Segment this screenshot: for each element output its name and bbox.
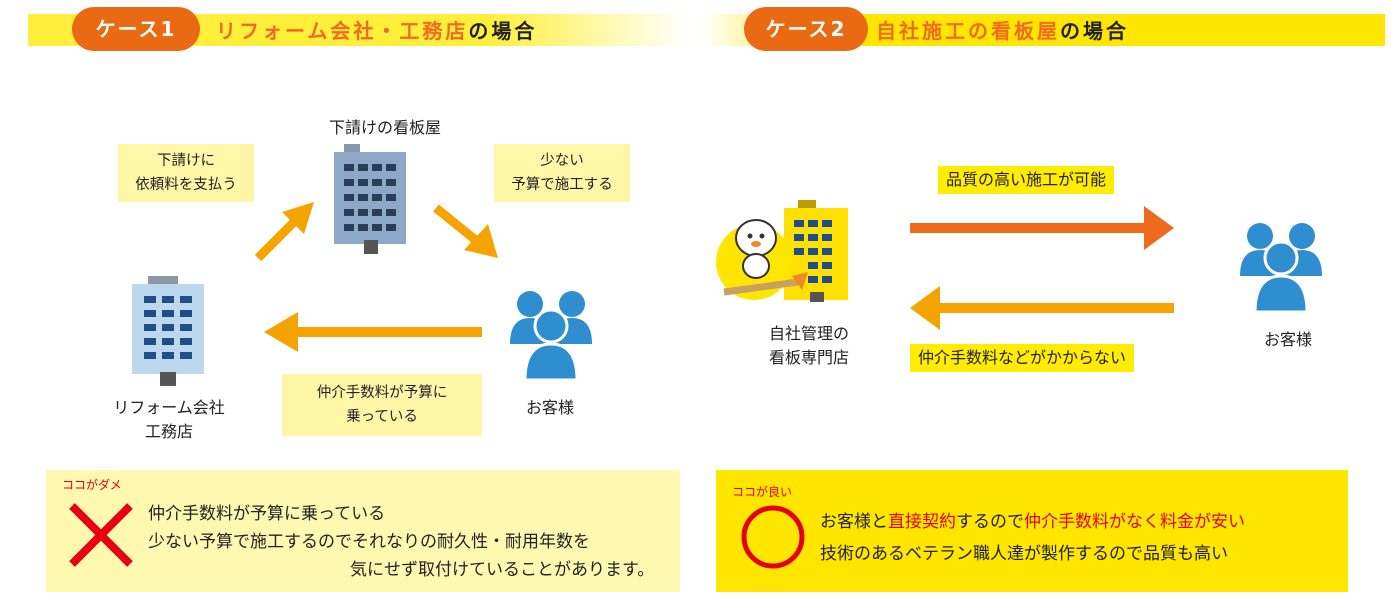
- verdict1-c: するので: [956, 512, 1024, 532]
- case2-badge: ケース2: [744, 7, 868, 51]
- note-pay-line1: 下請けに: [157, 153, 215, 169]
- case1-title-main: リフォーム会社・工務店: [216, 19, 469, 43]
- case2-title-suffix: の場合: [1060, 19, 1129, 43]
- note-fee-line2: 乗っている: [346, 409, 418, 425]
- case1-verdict-line2: 少ない予算で施工するのでそれなりの耐久性・耐用年数を: [148, 532, 590, 552]
- sign-store-building-icon: [784, 200, 848, 302]
- customer-people-icon: [510, 291, 592, 382]
- case2-customer-people-icon: [1240, 223, 1322, 314]
- sign-store-label: 自社管理の 看板専門店: [754, 322, 864, 370]
- arrow-to-reform-icon: [264, 312, 482, 352]
- cross-mark-icon: [69, 503, 133, 567]
- case2-title-main: 自社施工の看板屋: [876, 19, 1060, 43]
- case2-diagram: [716, 200, 1322, 330]
- mascot-icon: [716, 219, 808, 300]
- note-small-budget: 少ない 予算で施工する: [494, 144, 630, 202]
- verdict1-d: 仲介手数料がなく料金が安い: [1024, 512, 1245, 532]
- case1-verdict-line1: 仲介手数料が予算に乗っている: [148, 504, 386, 524]
- verdict1-a: お客様と: [820, 512, 888, 532]
- circle-mark-icon: [741, 505, 805, 569]
- reform-company-label: リフォーム会社 工務店: [94, 396, 244, 444]
- arrow-to-customer-icon: [433, 204, 498, 258]
- note-budget-line1: 少ない: [540, 153, 584, 169]
- note-budget-line2: 予算で施工する: [511, 177, 613, 193]
- case1-title-suffix: の場合: [468, 19, 538, 43]
- case2-verdict-line2: 技術のあるベテラン職人達が製作するので品質も高い: [820, 544, 1228, 564]
- store-label-line1: 自社管理の: [768, 324, 849, 343]
- reform-company-building-icon: [132, 276, 204, 386]
- no-fee-label: 仲介手数料などがかからない: [910, 344, 1135, 372]
- reform-label-line1: リフォーム会社: [113, 398, 225, 417]
- note-fee-line1: 仲介手数料が予算に: [316, 385, 448, 401]
- arrow-nofee-left-icon: [910, 286, 1174, 330]
- case1-verdict-tag: ココがダメ: [62, 478, 122, 492]
- case2-verdict-box: [716, 470, 1348, 592]
- subcontractor-building-icon: [334, 144, 406, 254]
- quality-label: 品質の高い施工が可能: [938, 166, 1115, 194]
- note-pay-line2: 依頼料を支払う: [135, 177, 237, 193]
- case1-title: リフォーム会社・工務店の場合: [216, 17, 537, 45]
- case2-verdict-tag: ココが良い: [732, 485, 793, 499]
- case2-verdict-line1: お客様と直接契約するので仲介手数料がなく料金が安い: [820, 508, 1245, 536]
- case1-customer-label: お客様: [525, 398, 574, 417]
- case1-verdict-box: [46, 470, 680, 592]
- subcontractor-label: 下請けの看板屋: [328, 118, 441, 137]
- case1-badge: ケース1: [72, 7, 200, 51]
- store-label-line2: 看板専門店: [768, 348, 849, 367]
- case1-verdict-line3: 気にせず取付けていることがあります。: [350, 560, 655, 580]
- arrow-quality-right-icon: [910, 206, 1174, 250]
- verdict1-b: 直接契約: [888, 512, 956, 532]
- note-pay-request: 下請けに 依頼料を支払う: [118, 144, 254, 202]
- case1-diagram: [132, 144, 592, 386]
- reform-label-line2: 工務店: [144, 422, 193, 441]
- arrow-to-subcontractor-icon: [254, 202, 314, 262]
- case2-title: 自社施工の看板屋の場合: [876, 17, 1129, 45]
- case2-customer-label: お客様: [1263, 330, 1312, 349]
- note-fee-in-budget: 仲介手数料が予算に 乗っている: [282, 374, 482, 436]
